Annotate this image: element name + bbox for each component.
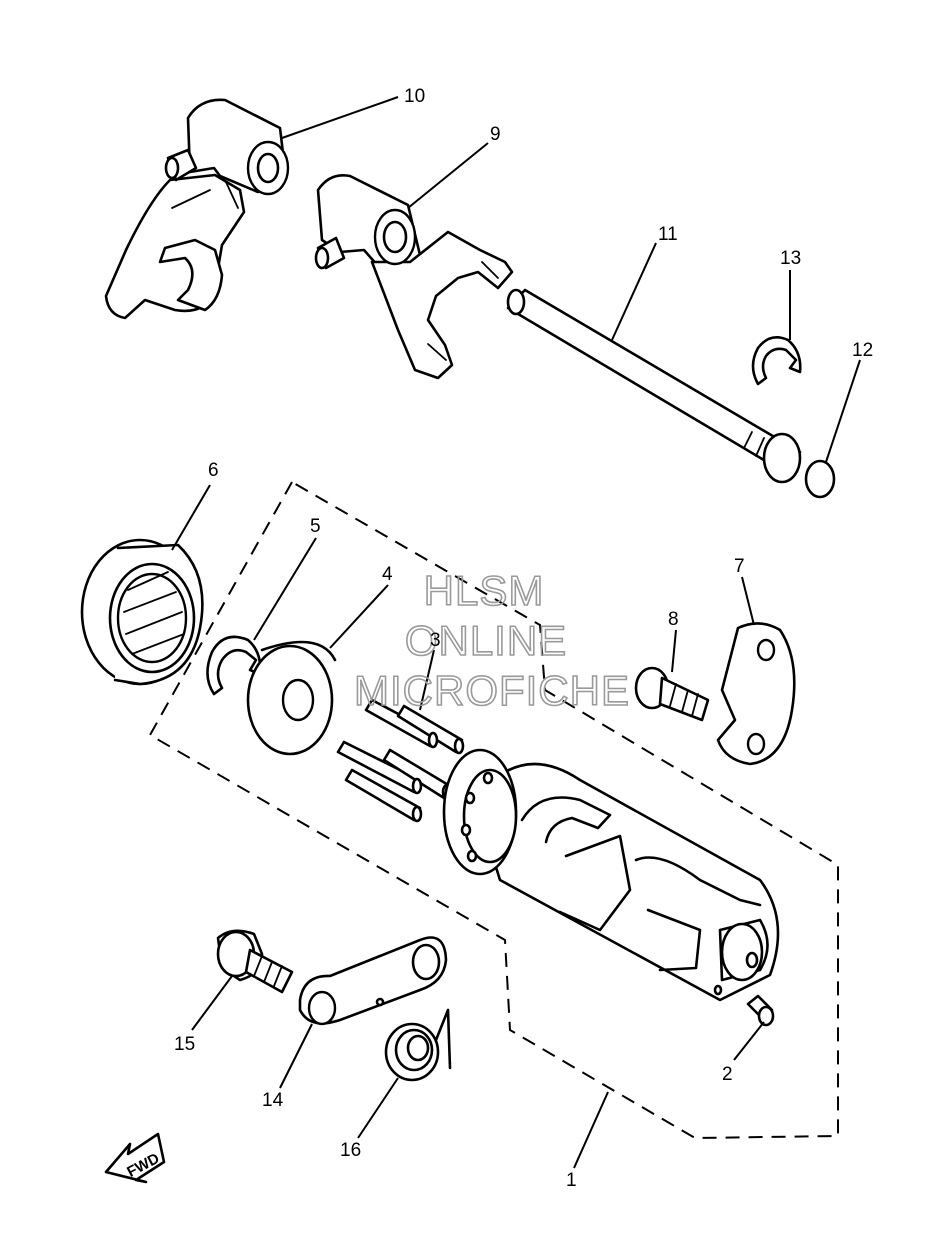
- callout-12: 12: [852, 340, 873, 361]
- watermark-line-3: MICROFICHE: [354, 667, 630, 714]
- bolt-8: [634, 666, 710, 722]
- bolt-15: [216, 929, 294, 994]
- torsion-spring-16: [384, 1008, 452, 1082]
- segment-plate-7: [716, 622, 796, 766]
- fwd-arrow: FWD: [104, 1132, 166, 1184]
- callout-7: 7: [734, 556, 745, 577]
- shift-fork-9: [314, 174, 514, 380]
- shift-fork-10: [104, 98, 290, 320]
- watermark-line-1: HLSM: [424, 567, 545, 614]
- bearing-6: [80, 538, 204, 686]
- washer-12: [804, 459, 836, 499]
- callout-8: 8: [668, 609, 679, 630]
- leader-lines: [171, 96, 861, 1169]
- watermark-line-2: ONLINE: [405, 617, 567, 664]
- assembly-boundary: [148, 480, 839, 1140]
- callout-5: 5: [310, 516, 321, 537]
- thrust-washer-4: [246, 640, 337, 756]
- callout-2: 2: [722, 1064, 733, 1085]
- callout-13: 13: [780, 248, 801, 269]
- callout-6: 6: [208, 460, 219, 481]
- pin-2: [746, 994, 775, 1027]
- callout-labels: 10 9 11 13 12 6 5 4 3 7 8 2 1 14 15 16: [174, 86, 873, 1191]
- callout-15: 15: [174, 1034, 195, 1055]
- callout-14: 14: [262, 1090, 284, 1111]
- callout-1: 1: [566, 1170, 577, 1191]
- callout-3: 3: [430, 630, 441, 651]
- callout-9: 9: [490, 124, 501, 145]
- callout-16: 16: [340, 1140, 361, 1161]
- callout-11: 11: [658, 224, 678, 245]
- e-clip-13: [751, 336, 802, 386]
- callout-10: 10: [404, 86, 425, 107]
- callout-4: 4: [382, 564, 393, 585]
- stopper-lever-14: [298, 936, 448, 1026]
- watermark: HLSM ONLINE MICROFICHE: [353, 566, 630, 715]
- shift-drum-1: [442, 748, 780, 1002]
- shift-shaft-11: [506, 288, 802, 484]
